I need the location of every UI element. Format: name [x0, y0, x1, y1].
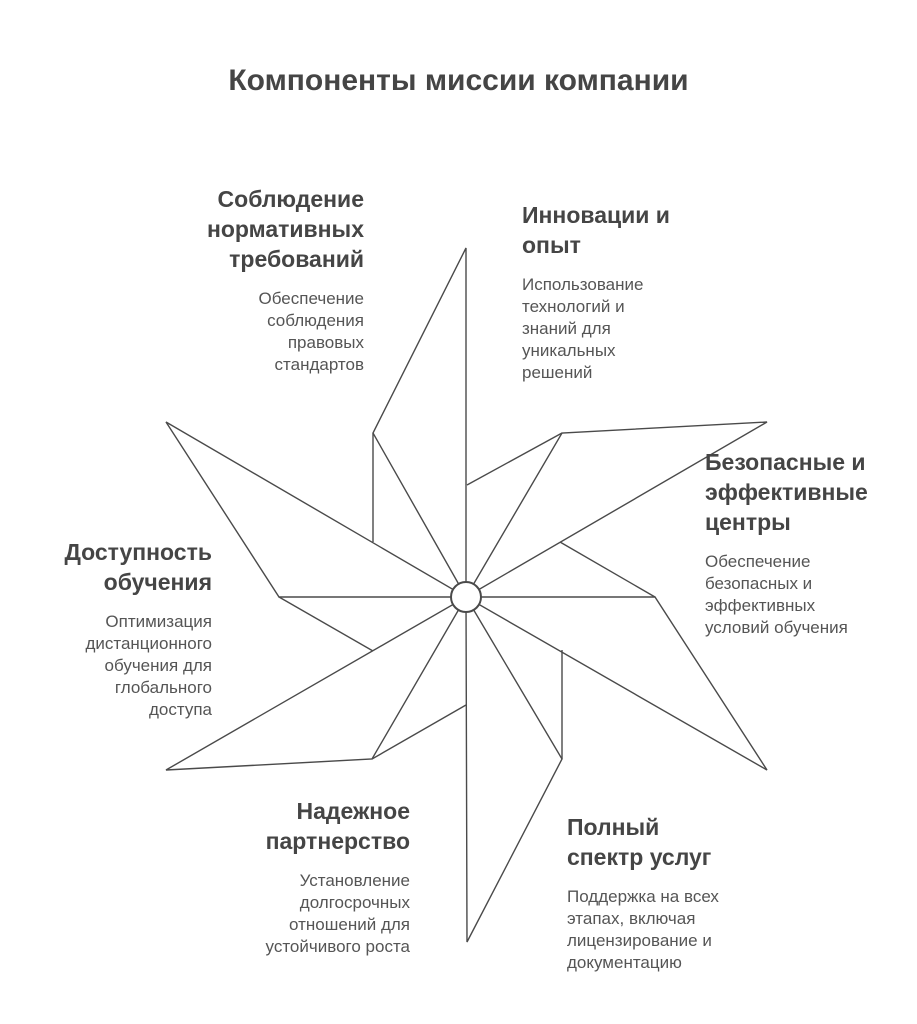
pinwheel-blade-lower-left [165, 595, 468, 771]
component-full-service: Полный спектр услуг Поддержка на всех эт… [567, 812, 807, 974]
pinwheel-inner-line [278, 596, 374, 652]
component-heading: Инновации и опыт [522, 202, 670, 258]
component-description: Установление долгосрочных отношений для … [265, 871, 410, 956]
component-description: Использование технологий и знаний для ун… [522, 275, 644, 382]
component-description: Оптимизация дистанционного обучения для … [85, 612, 212, 719]
pinwheel-inner-line [559, 541, 656, 598]
pinwheel-blade-right [463, 596, 768, 771]
component-heading: Надежное партнерство [265, 798, 410, 854]
component-heading: Соблюдение нормативных требований [206, 186, 364, 272]
component-description: Обеспечение соблюдения правовых стандарт… [258, 289, 364, 374]
component-heading: Полный спектр услуг [567, 814, 712, 870]
pinwheel-blade-upper-right [464, 421, 768, 599]
pinwheel-blade-top [372, 247, 467, 600]
diagram-title: Компоненты миссии компании [228, 64, 689, 97]
component-description: Поддержка на всех этапах, включая лиценз… [567, 887, 719, 972]
component-partnership: Надежное партнерство Установление долгос… [170, 796, 410, 958]
pinwheel-blade-lower-right [465, 594, 563, 943]
pinwheel-inner-line [466, 432, 563, 486]
component-compliance: Соблюдение нормативных требований Обеспе… [104, 184, 364, 376]
pinwheel-blade-left [165, 421, 469, 598]
component-accessibility: Доступность обучения Оптимизация дистанц… [12, 537, 212, 721]
component-heading: Доступность обучения [64, 539, 212, 595]
component-heading: Безопасные и эффективные центры [705, 449, 868, 535]
pinwheel-hub [450, 581, 482, 613]
component-safe-centers: Безопасные и эффективные центры Обеспече… [705, 447, 910, 639]
component-description: Обеспечение безопасных и эффективных усл… [705, 552, 848, 637]
pinwheel-inner-line [371, 704, 467, 760]
component-innovation: Инновации и опыт Использование технологи… [522, 200, 742, 384]
